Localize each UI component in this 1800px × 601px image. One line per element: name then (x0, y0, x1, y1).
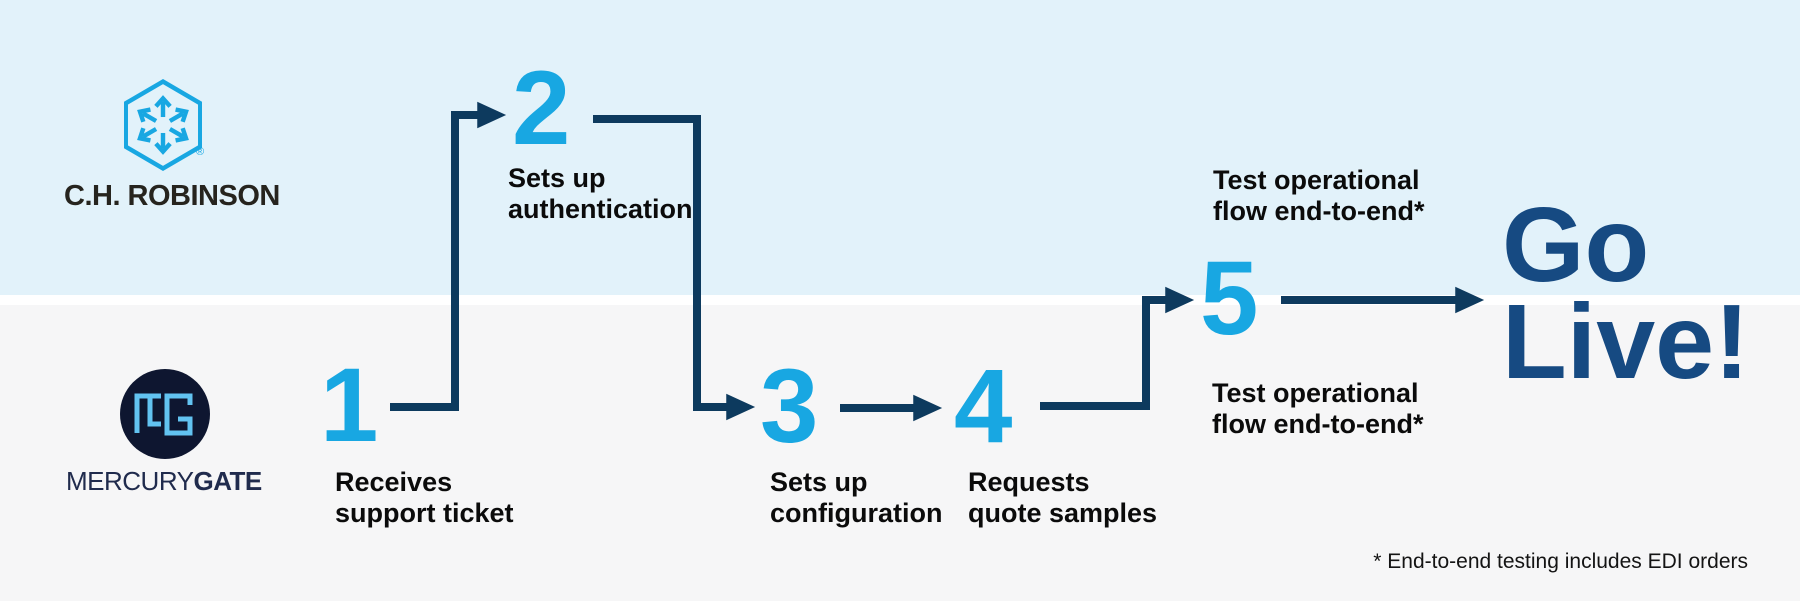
arrow-step1-to-step2 (390, 101, 507, 411)
mg-wordmark-gate: GATE (193, 466, 262, 496)
chr-hexagon-icon (124, 79, 202, 171)
step-5-label-bottom: Test operational flow end-to-end* (1212, 378, 1424, 439)
step-5-number: 5 (1200, 240, 1259, 357)
mg-lane-background (0, 305, 1800, 601)
step-4-label: Requests quote samples (968, 467, 1158, 528)
step-2-number: 2 (512, 50, 571, 167)
step-1-number: 1 (320, 347, 379, 464)
mg-wordmark-mercury: MERCURY (66, 466, 194, 496)
chr-registered-mark: ® (196, 146, 205, 158)
step-4-number: 4 (954, 348, 1013, 465)
step-2-label: Sets up authentication (508, 163, 693, 224)
arrow-step4-to-step5 (1040, 286, 1195, 410)
go-live-text: Go Live! (1502, 186, 1750, 401)
step-5-label-top: Test operational flow end-to-end* (1213, 165, 1425, 226)
chr-wordmark: C.H. ROBINSON (64, 180, 280, 212)
mg-monogram-icon (120, 369, 210, 459)
step-3-label: Sets up configuration (770, 467, 943, 528)
mg-wordmark: MERCURYGATE (66, 466, 262, 497)
step-1-label: Receives support ticket (335, 467, 514, 528)
chr-lane-background (0, 0, 1800, 295)
arrow-step2-to-step3 (593, 115, 756, 421)
step-3-number: 3 (760, 348, 819, 465)
footnote: * End-to-end testing includes EDI orders (1373, 550, 1748, 573)
